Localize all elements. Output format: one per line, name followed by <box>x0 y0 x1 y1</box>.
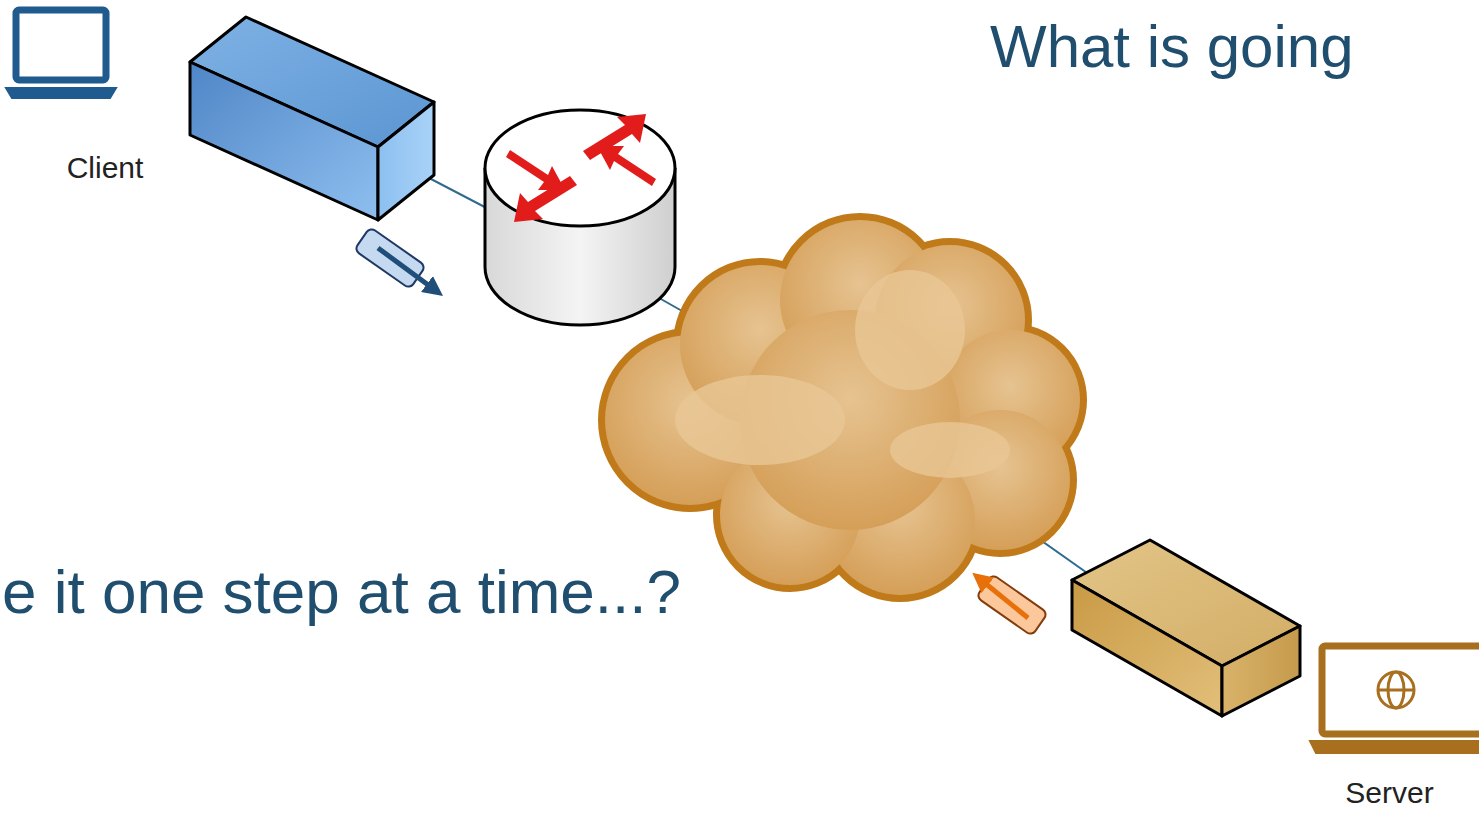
box-side-face <box>190 62 378 220</box>
packet-arrow <box>980 579 1028 618</box>
laptop-screen <box>1322 646 1479 734</box>
router-arrow <box>514 176 577 222</box>
laptop-icon <box>6 10 116 98</box>
router-arrow <box>597 146 656 186</box>
laptop-screen <box>16 10 106 80</box>
router-symbol <box>485 110 675 325</box>
laptop-base <box>6 88 116 98</box>
server-box <box>1072 540 1300 716</box>
router-arrows <box>506 114 656 222</box>
client-node: Client <box>0 0 210 185</box>
laptop-icon <box>1310 646 1479 753</box>
internet-cloud <box>605 220 1080 595</box>
device-label: Client <box>0 151 210 185</box>
box-end-face <box>1222 626 1300 716</box>
client-box <box>190 17 434 220</box>
router-arrow <box>583 114 646 160</box>
data-packet <box>976 574 1048 636</box>
slide-subtitle: e it one step at a time...? <box>2 556 681 627</box>
laptop-base <box>1310 741 1479 753</box>
router-arrow <box>506 150 565 190</box>
server-node: Server <box>1300 630 1479 810</box>
globe-symbol <box>1378 672 1414 708</box>
packet-envelope <box>976 574 1048 636</box>
box-end-face <box>378 102 434 220</box>
globe-symbol <box>1378 689 1414 692</box>
router-top <box>485 110 675 226</box>
packet-arrow <box>378 248 435 290</box>
device-label: Server <box>1300 776 1479 810</box>
box-side-face <box>1072 580 1222 716</box>
data-packet <box>354 227 435 290</box>
slide-title: What is going <box>990 12 1354 81</box>
